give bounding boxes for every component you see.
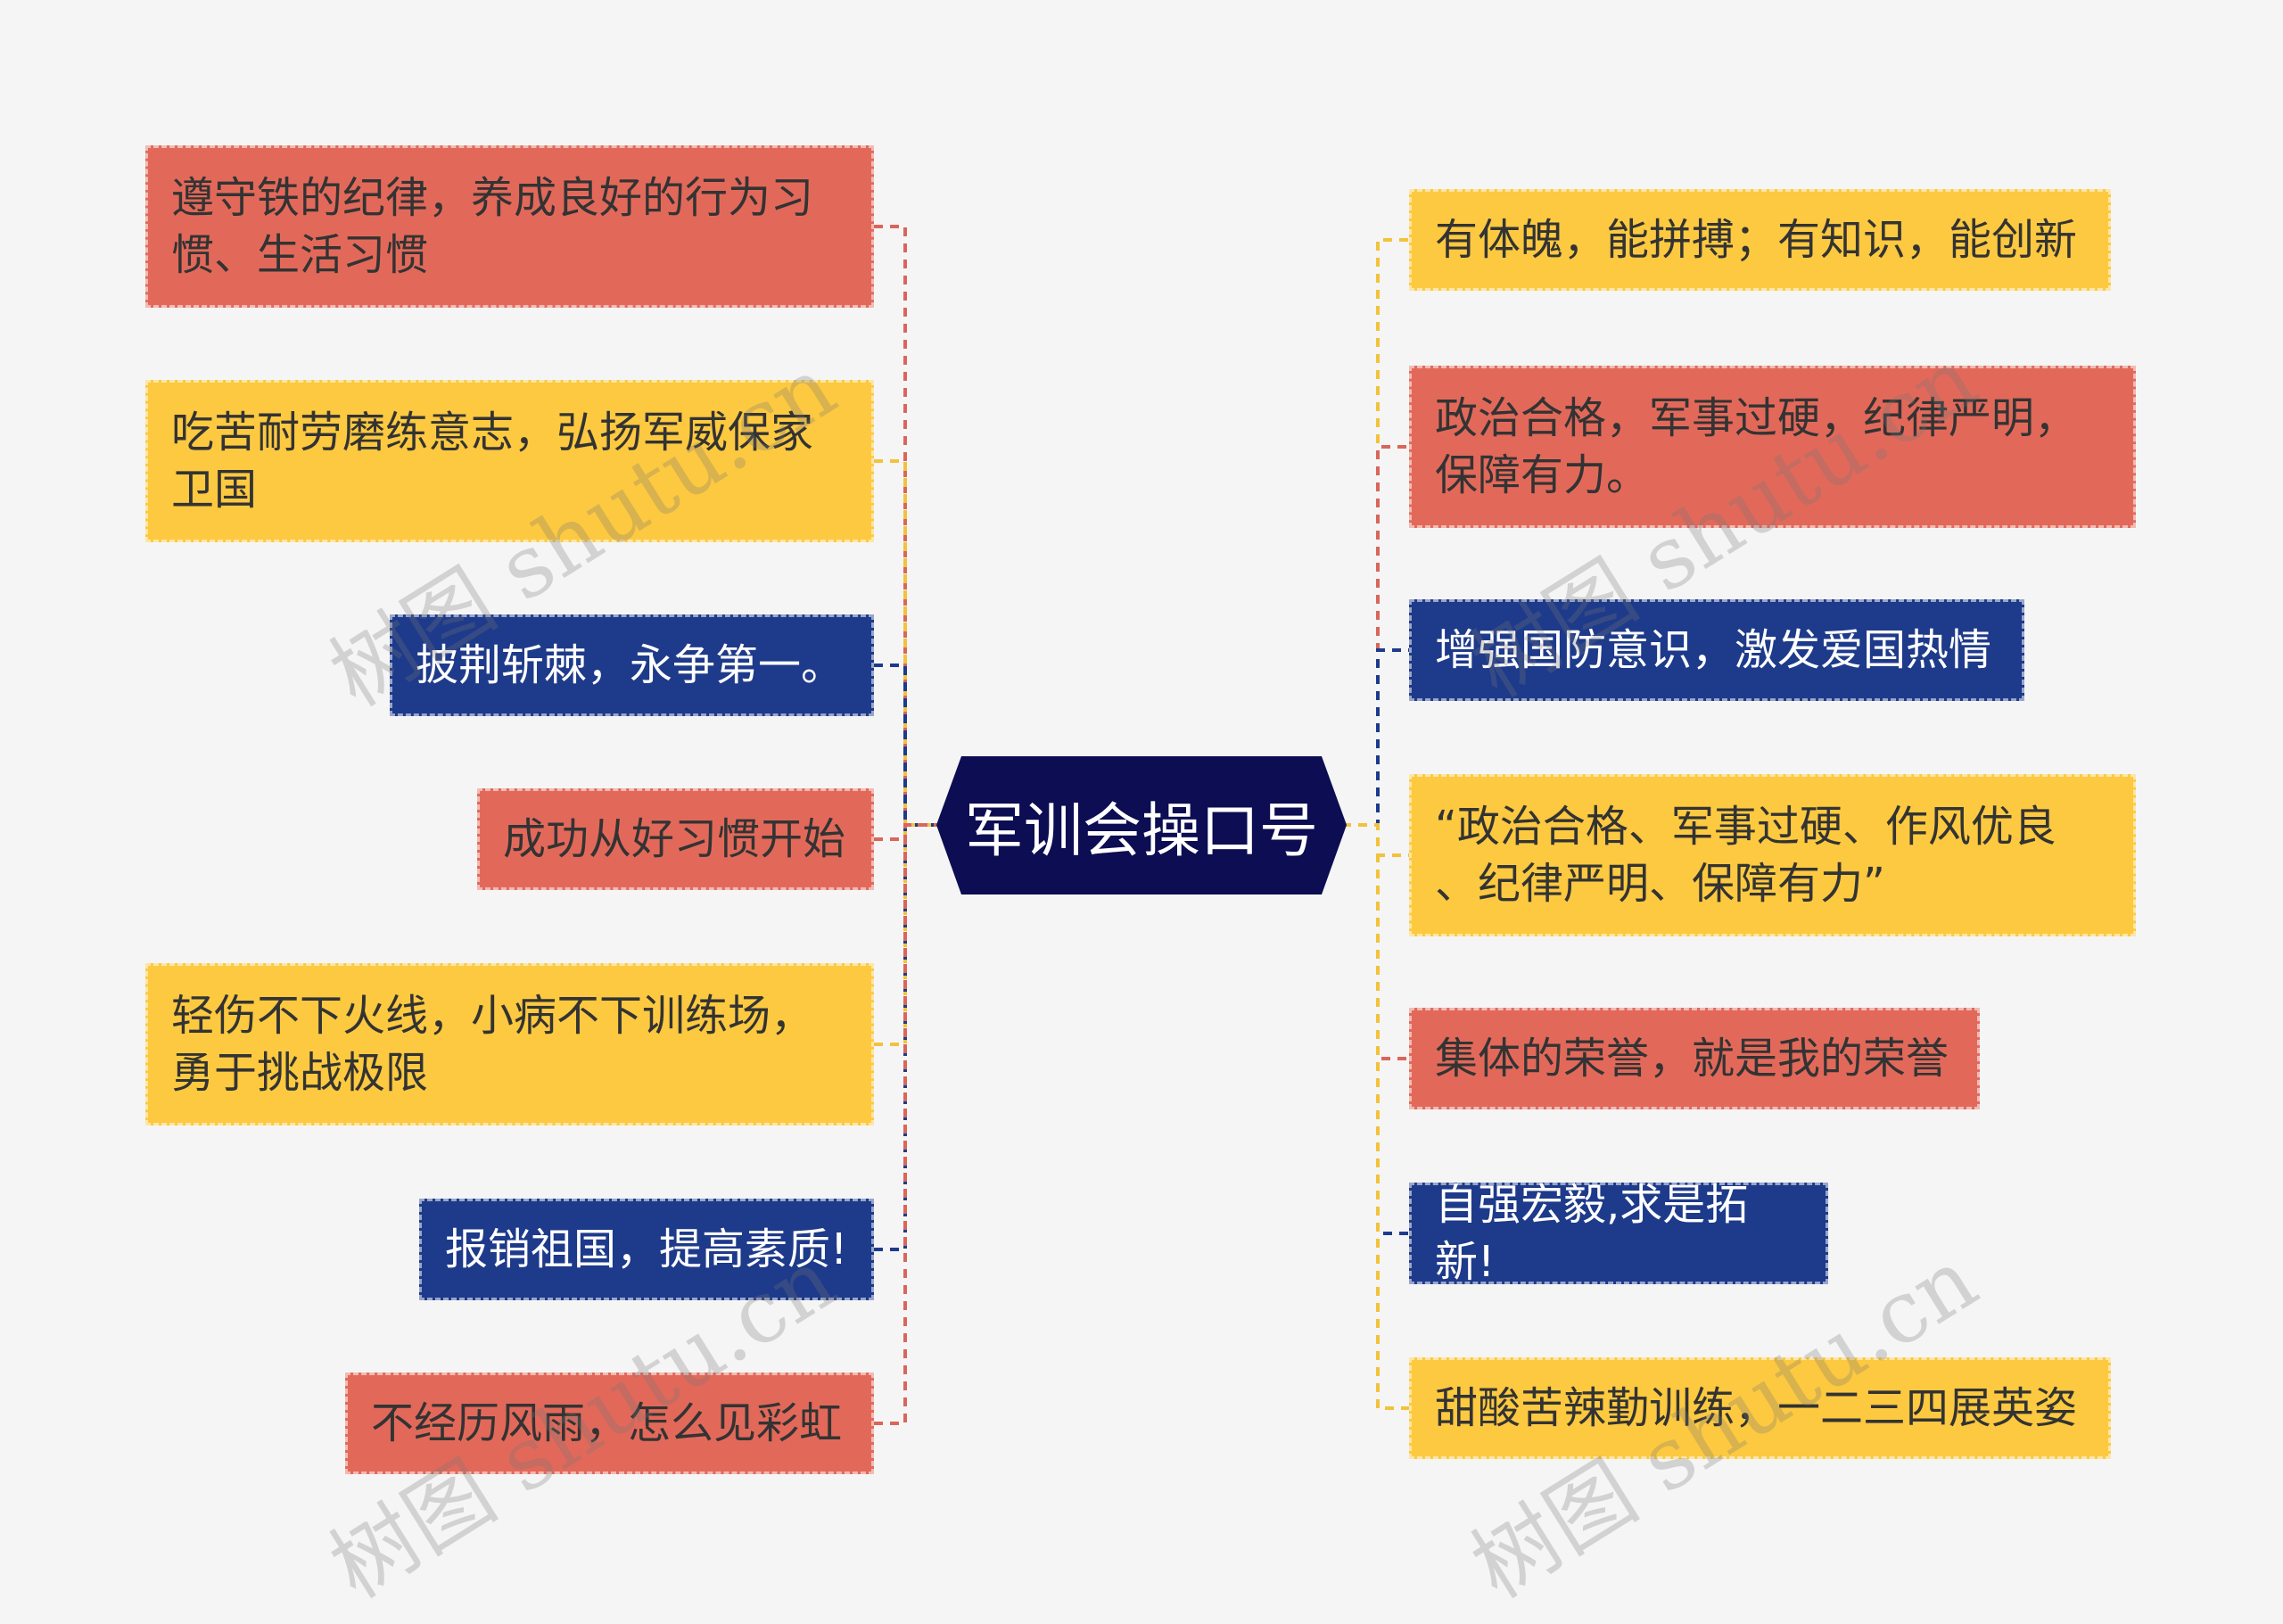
left-connector-2 bbox=[874, 459, 941, 827]
left-branch-label-4: 成功从好习惯开始 bbox=[503, 814, 846, 864]
right-branch-node-7[interactable]: 甜酸苦辣勤训练，一二三四展英姿 bbox=[1409, 1357, 2111, 1459]
right-branch-node-2[interactable]: 政治合格，军事过硬，纪律严明， 保障有力。 bbox=[1409, 366, 2136, 528]
center-topic[interactable]: 军训会操口号 bbox=[936, 756, 1347, 894]
right-branch-label-7: 甜酸苦辣勤训练，一二三四展英姿 bbox=[1435, 1383, 2078, 1433]
left-branch-node-3[interactable]: 披荆斩棘，永争第一。 bbox=[390, 614, 874, 716]
right-branch-node-6[interactable]: 自强宏毅,求是拓新! bbox=[1409, 1180, 1828, 1287]
left-connector-5 bbox=[874, 823, 941, 1046]
left-connector-3 bbox=[874, 664, 941, 827]
left-branch-node-4[interactable]: 成功从好习惯开始 bbox=[477, 788, 874, 890]
right-branch-label-2: 政治合格，军事过硬，纪律严明， 保障有力。 bbox=[1435, 393, 2078, 500]
right-connector-3 bbox=[1342, 648, 1409, 827]
right-branch-node-1[interactable]: 有体魄，能拼搏；有知识，能创新 bbox=[1409, 189, 2111, 291]
right-connector-4 bbox=[1342, 823, 1409, 857]
left-connector-6 bbox=[874, 823, 941, 1251]
left-branch-label-6: 报销祖国，提高素质! bbox=[445, 1224, 848, 1274]
left-connector-1 bbox=[874, 225, 941, 827]
right-branch-node-4[interactable]: “政治合格、军事过硬、作风优良 、纪律严明、保障有力” bbox=[1409, 774, 2136, 936]
left-branch-node-2[interactable]: 吃苦耐劳磨练意志，弘扬军威保家 卫国 bbox=[145, 380, 874, 542]
right-branch-label-4: “政治合格、军事过硬、作风优良 、纪律严明、保障有力” bbox=[1435, 802, 2056, 909]
right-connector-2 bbox=[1342, 445, 1409, 827]
right-connector-6 bbox=[1342, 823, 1409, 1235]
left-branch-node-1[interactable]: 遵守铁的纪律，养成良好的行为习 惯、生活习惯 bbox=[145, 145, 874, 308]
right-connector-7 bbox=[1342, 823, 1409, 1410]
left-branch-label-3: 披荆斩棘，永争第一。 bbox=[416, 640, 845, 690]
left-branch-node-6[interactable]: 报销祖国，提高素质! bbox=[419, 1199, 874, 1300]
left-branch-node-7[interactable]: 不经历风雨，怎么见彩虹 bbox=[345, 1373, 874, 1474]
right-branch-node-5[interactable]: 集体的荣誉，就是我的荣誉 bbox=[1409, 1008, 1980, 1109]
right-branch-label-6: 自强宏毅,求是拓新! bbox=[1435, 1180, 1749, 1287]
left-branch-label-5: 轻伤不下火线，小病不下训练场， 勇于挑战极限 bbox=[171, 991, 814, 1098]
left-branch-label-1: 遵守铁的纪律，养成良好的行为习 惯、生活习惯 bbox=[171, 173, 814, 280]
left-branch-label-2: 吃苦耐劳磨练意志，弘扬军威保家 卫国 bbox=[171, 408, 814, 515]
left-connector-7 bbox=[874, 823, 941, 1425]
right-connector-5 bbox=[1342, 823, 1409, 1060]
right-branch-label-5: 集体的荣誉，就是我的荣誉 bbox=[1435, 1034, 1949, 1084]
right-branch-node-3[interactable]: 增强国防意识，激发爱国热情 bbox=[1409, 599, 2024, 701]
center-topic-label: 军训会操口号 bbox=[965, 796, 1318, 865]
left-branch-node-5[interactable]: 轻伤不下火线，小病不下训练场， 勇于挑战极限 bbox=[145, 963, 874, 1125]
left-connector-4 bbox=[874, 823, 941, 841]
right-connector-1 bbox=[1342, 238, 1409, 827]
right-branch-label-3: 增强国防意识，激发爱国热情 bbox=[1435, 625, 1992, 675]
right-branch-label-1: 有体魄，能拼搏；有知识，能创新 bbox=[1435, 215, 2078, 265]
left-branch-label-7: 不经历风雨，怎么见彩虹 bbox=[371, 1398, 843, 1448]
